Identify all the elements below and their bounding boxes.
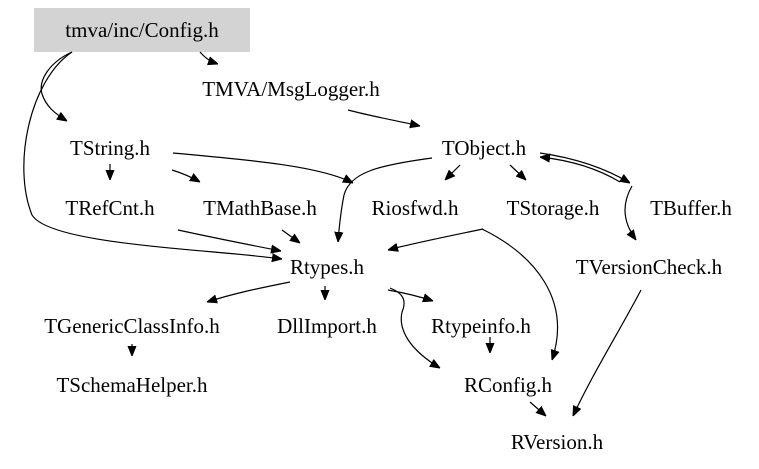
edge-tbuffer-tversioncheck — [624, 185, 636, 240]
node-tstorage[interactable]: TStorage.h — [507, 196, 600, 220]
edge-rtypes-tgenericclassinfo — [207, 281, 291, 302]
node-msglogger[interactable]: TMVA/MsgLogger.h — [202, 77, 380, 101]
edge-tstring-riosfwd — [172, 152, 353, 183]
node-riosfwd[interactable]: Riosfwd.h — [372, 196, 459, 220]
edge-tstring-tmathbase — [171, 169, 200, 182]
edge-tobject-tbuffer — [539, 152, 630, 183]
edges — [23, 51, 642, 416]
edge-tobject-rtypes — [338, 157, 433, 242]
node-tstring[interactable]: TString.h — [70, 136, 150, 160]
edge-tbuffer-tobject — [540, 157, 621, 183]
edge-tobject-tstorage — [509, 164, 526, 180]
nodes: tmva/inc/Config.h TMVA/MsgLogger.h TStri… — [44, 18, 732, 454]
node-rconfig[interactable]: RConfig.h — [464, 373, 553, 397]
node-tobject[interactable]: TObject.h — [442, 136, 527, 160]
edge-tstorage-rtypes — [388, 228, 484, 250]
edge-rtypes-rconfig — [389, 287, 440, 368]
edge-tmathbase-rtypes — [281, 229, 300, 243]
node-tschemahelper[interactable]: TSchemaHelper.h — [56, 373, 208, 397]
edge-config-msglogger — [199, 51, 218, 64]
edge-trefcnt-rtypes — [177, 229, 281, 251]
edge-rtypes-rtypeinfo — [387, 289, 433, 301]
node-rtypeinfo[interactable]: Rtypeinfo.h — [431, 314, 531, 338]
edge-msglogger-tobject — [347, 109, 420, 126]
edge-rconfig-rversion — [529, 401, 546, 416]
node-trefcnt[interactable]: TRefCnt.h — [65, 196, 155, 220]
node-rtypes[interactable]: Rtypes.h — [290, 255, 365, 279]
edge-tstorage-rconfig — [481, 228, 558, 360]
node-dllimport[interactable]: DllImport.h — [277, 314, 377, 338]
edge-tversioncheck-rversion — [573, 289, 642, 416]
node-tmathbase[interactable]: TMathBase.h — [203, 196, 317, 220]
node-tversioncheck[interactable]: TVersionCheck.h — [576, 255, 723, 279]
node-tgenericclassinfo[interactable]: TGenericClassInfo.h — [44, 314, 220, 338]
node-config[interactable]: tmva/inc/Config.h — [65, 18, 219, 42]
edge-config-tstring — [40, 51, 73, 121]
edge-config-rtypes — [23, 51, 282, 259]
node-tbuffer[interactable]: TBuffer.h — [650, 196, 732, 220]
edge-tobject-riosfwd — [445, 164, 461, 180]
node-rversion[interactable]: RVersion.h — [511, 430, 604, 454]
root-node-box — [34, 8, 250, 52]
